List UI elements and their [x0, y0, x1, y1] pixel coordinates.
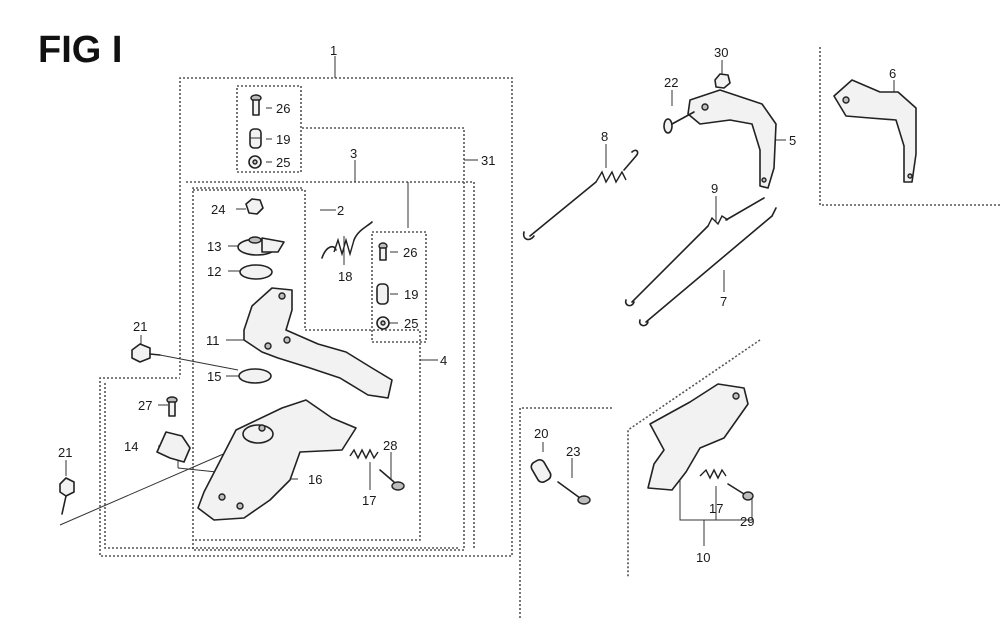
frame-parts-20-23: [519, 407, 612, 620]
nut-24-art: [245, 198, 264, 215]
callout-26-top: 26: [276, 101, 290, 116]
bolt-26-right-art: [378, 242, 388, 261]
rod-9-art: [624, 197, 765, 307]
bolt-27-art: [166, 396, 178, 417]
callout-8: 8: [601, 129, 608, 144]
callout-4: 4: [440, 353, 447, 368]
callout-30: 30: [714, 45, 728, 60]
callout-2: 2: [337, 203, 344, 218]
frame-assembly-10: [627, 339, 761, 578]
bolt-21-lower-art: [59, 477, 75, 515]
frame-inner-base: [104, 383, 460, 549]
callout-28: 28: [383, 438, 397, 453]
frame-hardware-right: [371, 231, 427, 343]
spring-8-art: [522, 149, 639, 241]
spring-17-left-art: [349, 448, 379, 460]
callout-14: 14: [124, 439, 138, 454]
callout-13: 13: [207, 239, 221, 254]
washer-15-art: [238, 368, 272, 384]
callout-26-right: 26: [403, 245, 417, 260]
callout-21-lower: 21: [58, 445, 72, 460]
control-assembly-10-art: [647, 383, 754, 501]
callout-25-right: 25: [404, 316, 418, 331]
callout-18: 18: [338, 269, 352, 284]
callout-17-right: 17: [709, 501, 723, 516]
callout-31: 31: [481, 153, 495, 168]
callout-20: 20: [534, 426, 548, 441]
parts-art: [59, 73, 917, 521]
frame-assembly-4: [193, 189, 421, 541]
callout-22: 22: [664, 75, 678, 90]
callout-6: 6: [889, 66, 896, 81]
choke-lever-5-art: [687, 89, 777, 189]
group-frames: [99, 47, 1000, 620]
callout-27: 27: [138, 398, 152, 413]
frame-assembly-3: [186, 181, 475, 550]
bolt-26-top-art: [250, 94, 262, 116]
callout-29: 29: [740, 514, 754, 529]
callout-15: 15: [207, 369, 221, 384]
callout-1: 1: [330, 43, 337, 58]
callout-21-upper: 21: [133, 319, 147, 334]
control-lever-11-art: [243, 287, 393, 399]
clip-14-art: [156, 431, 191, 463]
frame-assembly-1: [99, 77, 513, 557]
callout-16: 16: [308, 472, 322, 487]
figure-title: FIG I: [38, 29, 122, 71]
rod-7-art: [638, 207, 777, 327]
callout-5: 5: [789, 133, 796, 148]
callout-10: 10: [696, 550, 710, 565]
callout-25-top: 25: [276, 155, 290, 170]
clip-19-top-art: [249, 128, 262, 149]
screw-28-art: [379, 469, 405, 491]
cam-13-art: [237, 236, 285, 256]
washer-12-art: [239, 264, 273, 280]
callout-24: 24: [211, 202, 225, 217]
frame-hardware-top: [236, 85, 302, 173]
callout-3: 3: [350, 146, 357, 161]
callout-19-right: 19: [404, 287, 418, 302]
callout-17-left: 17: [362, 493, 376, 508]
bolt-22-art: [663, 111, 695, 134]
callout-9: 9: [711, 181, 718, 196]
clip-19-right-art: [376, 283, 389, 305]
callout-labels: 1 2 3 4 5 6 7 8 9 10 11 12 13 14 15 16 1…: [58, 43, 896, 565]
bracket-6-art: [833, 79, 917, 183]
spring-18-art: [321, 221, 373, 259]
callout-23: 23: [566, 444, 580, 459]
pin-20-art: [530, 459, 552, 483]
callout-7: 7: [720, 294, 727, 309]
callout-19-top: 19: [276, 132, 290, 147]
frame-part-6: [819, 47, 1000, 206]
washer-25-right-art: [376, 316, 390, 330]
washer-25-top-art: [248, 155, 262, 169]
base-plate-16-art: [197, 399, 357, 521]
nut-30-art: [714, 73, 731, 89]
callout-12: 12: [207, 264, 221, 279]
callout-11: 11: [206, 333, 220, 348]
screw-23-art: [557, 481, 591, 505]
bolt-21-upper-art: [131, 343, 161, 363]
